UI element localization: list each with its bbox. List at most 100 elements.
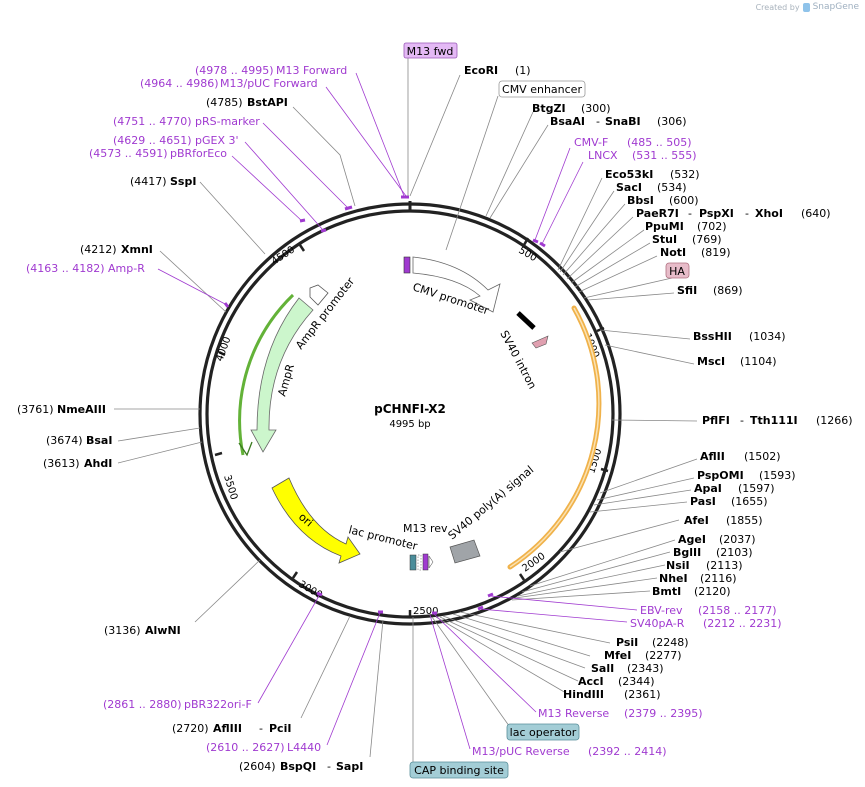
site-bspqi-name: BspQI [280,760,316,773]
site-afei-name: AfeI [684,514,709,527]
primer-cmv-f-range: (485 .. 505) [627,136,692,149]
green-feature-arc [238,293,295,456]
lac-operator-marker [409,554,417,571]
primer-prs-marker-range: (4751 .. 4770) [113,115,192,128]
site-aflii-name: AflII [700,450,725,463]
site-noti-name: NotI [660,246,686,259]
site-afei-pos: (1855) [726,514,763,527]
cmv-enhancer-marker [403,256,411,274]
lac-operator-box-label: lac operator [510,726,577,739]
site-stui-name: StuI [652,233,677,246]
primer-marks [223,195,546,615]
site-bmti-name: BmtI [652,585,681,598]
cmv-enhancer-box-label: CMV enhancer [502,83,582,96]
site-bsshii-name: BssHII [693,330,732,343]
site-btgzi-pos: (300) [581,102,611,115]
primer-amp-r-name: Amp-R [108,262,145,275]
site-dash: - [259,722,263,735]
site-ahdi-pos: (3613) [43,457,80,470]
site-bglii-pos: (2103) [716,546,753,559]
primer-cmv-f-name: CMV-F [574,136,608,149]
site-hindiii-name: HindIII [563,688,604,701]
site-bbsi-name: BbsI [627,194,654,207]
ori-arrow [271,477,361,564]
primer-m13-puc-reverse-range: (2392 .. 2414) [588,745,667,758]
ampr-arrow [250,297,314,453]
site-bglii-name: BglII [673,546,701,559]
primer-m13-reverse-name: M13 Reverse [538,707,609,720]
site-dash: - [327,760,331,773]
site-sali-name: SalI [591,662,614,675]
site-ppumi-name: PpuMI [645,220,684,233]
tick-3500 [214,451,223,457]
left-leaders [114,106,384,758]
sv40-polya-block [449,539,481,564]
primer-m13-forward-range: (4978 .. 4995) [195,64,274,77]
feature-boxes: M13 fwd CMV enhancer HA lac operator CAP… [403,42,690,779]
site-sapi-name: SapI [336,760,363,773]
primer-m13-forward-name: M13 Forward [276,64,347,77]
right-leaders [409,74,698,694]
site-dash: - [596,115,600,128]
site-mfei-pos: (2277) [645,649,682,662]
site-psii-pos: (2248) [652,636,689,649]
site-alwni-pos: (3136) [104,624,141,637]
site-pcii-name: PciI [269,722,291,735]
snapgene-credit: Created by SnapGene [756,2,859,12]
prs-marker-mark [299,218,306,223]
site-eco53ki-pos: (532) [670,168,700,181]
site-bsai-pos: (3674) [46,434,83,447]
primer-ebv-rev-range: (2158 .. 2177) [698,604,777,617]
site-pasi-pos: (1655) [731,495,768,508]
ha-box-label: HA [669,265,685,278]
site-xhoi-name: XhoI [755,207,783,220]
site-eco53ki-name: Eco53kI [605,168,653,181]
site-afliii-name: AflIII [213,722,242,735]
box-leaders [407,57,673,763]
site-apai-name: ApaI [694,482,722,495]
primer-pbr322ori-name: pBR322ori-F [184,698,252,711]
site-stui-pos: (769) [692,233,722,246]
site-bspqi-pos: (2604) [239,760,276,773]
primer-l4440-range: (2610 .. 2627) [206,741,285,754]
primer-pgex-name: pGEX 3' [195,134,239,147]
site-sspi-name: SspI [170,175,196,188]
site-msci-name: MscI [697,355,725,368]
site-bbsi-pos: (600) [669,194,699,207]
site-bstapi-pos: (4785) [206,96,243,109]
site-ecori-name: EcoRI [464,64,498,77]
site-saci-pos: (534) [657,181,687,194]
site-dash: - [740,414,744,427]
site-nhei-pos: (2116) [700,572,737,585]
left-primer-leaders [157,72,407,746]
site-bmti-pos: (2120) [694,585,731,598]
tick-2000 [518,573,526,581]
primer-lncx-name: LNCX [588,149,618,162]
site-nsii-name: NsiI [666,559,690,572]
site-nmeaiii-name: NmeAIII [57,403,106,416]
site-dash: - [745,207,749,220]
site-agei-pos: (2037) [719,533,756,546]
tick-label-4000: 4000 [214,335,233,363]
primer-lncx-range: (531 .. 555) [632,149,697,162]
site-afliii-pos: (2720) [172,722,209,735]
cmv-f-mark [532,238,539,244]
sv40pa-r-mark [477,605,484,611]
site-mfei-name: MfeI [604,649,631,662]
orange-feature-arc-inner [509,307,600,568]
m13-fwd-box-label: M13 fwd [407,45,454,58]
site-paer7i-name: PaeR7I [636,207,679,220]
primer-sv40pa-r-range: (2212 .. 2231) [703,617,782,630]
site-pflfi-name: PflFI [702,414,730,427]
right-primer-leaders [429,147,638,750]
primer-m13-reverse-range: (2379 .. 2395) [624,707,703,720]
tick-1000 [596,326,605,333]
site-snabi-name: SnaBI [605,115,641,128]
tick-4000 [218,350,226,357]
site-nsii-pos: (2113) [706,559,743,572]
site-sfii-name: SfiI [677,284,697,297]
primer-m13-puc-forward-range: (4964 .. 4986) [140,77,219,90]
lac-promoter-arrowhead [428,555,434,569]
site-noti-pos: (819) [701,246,731,259]
